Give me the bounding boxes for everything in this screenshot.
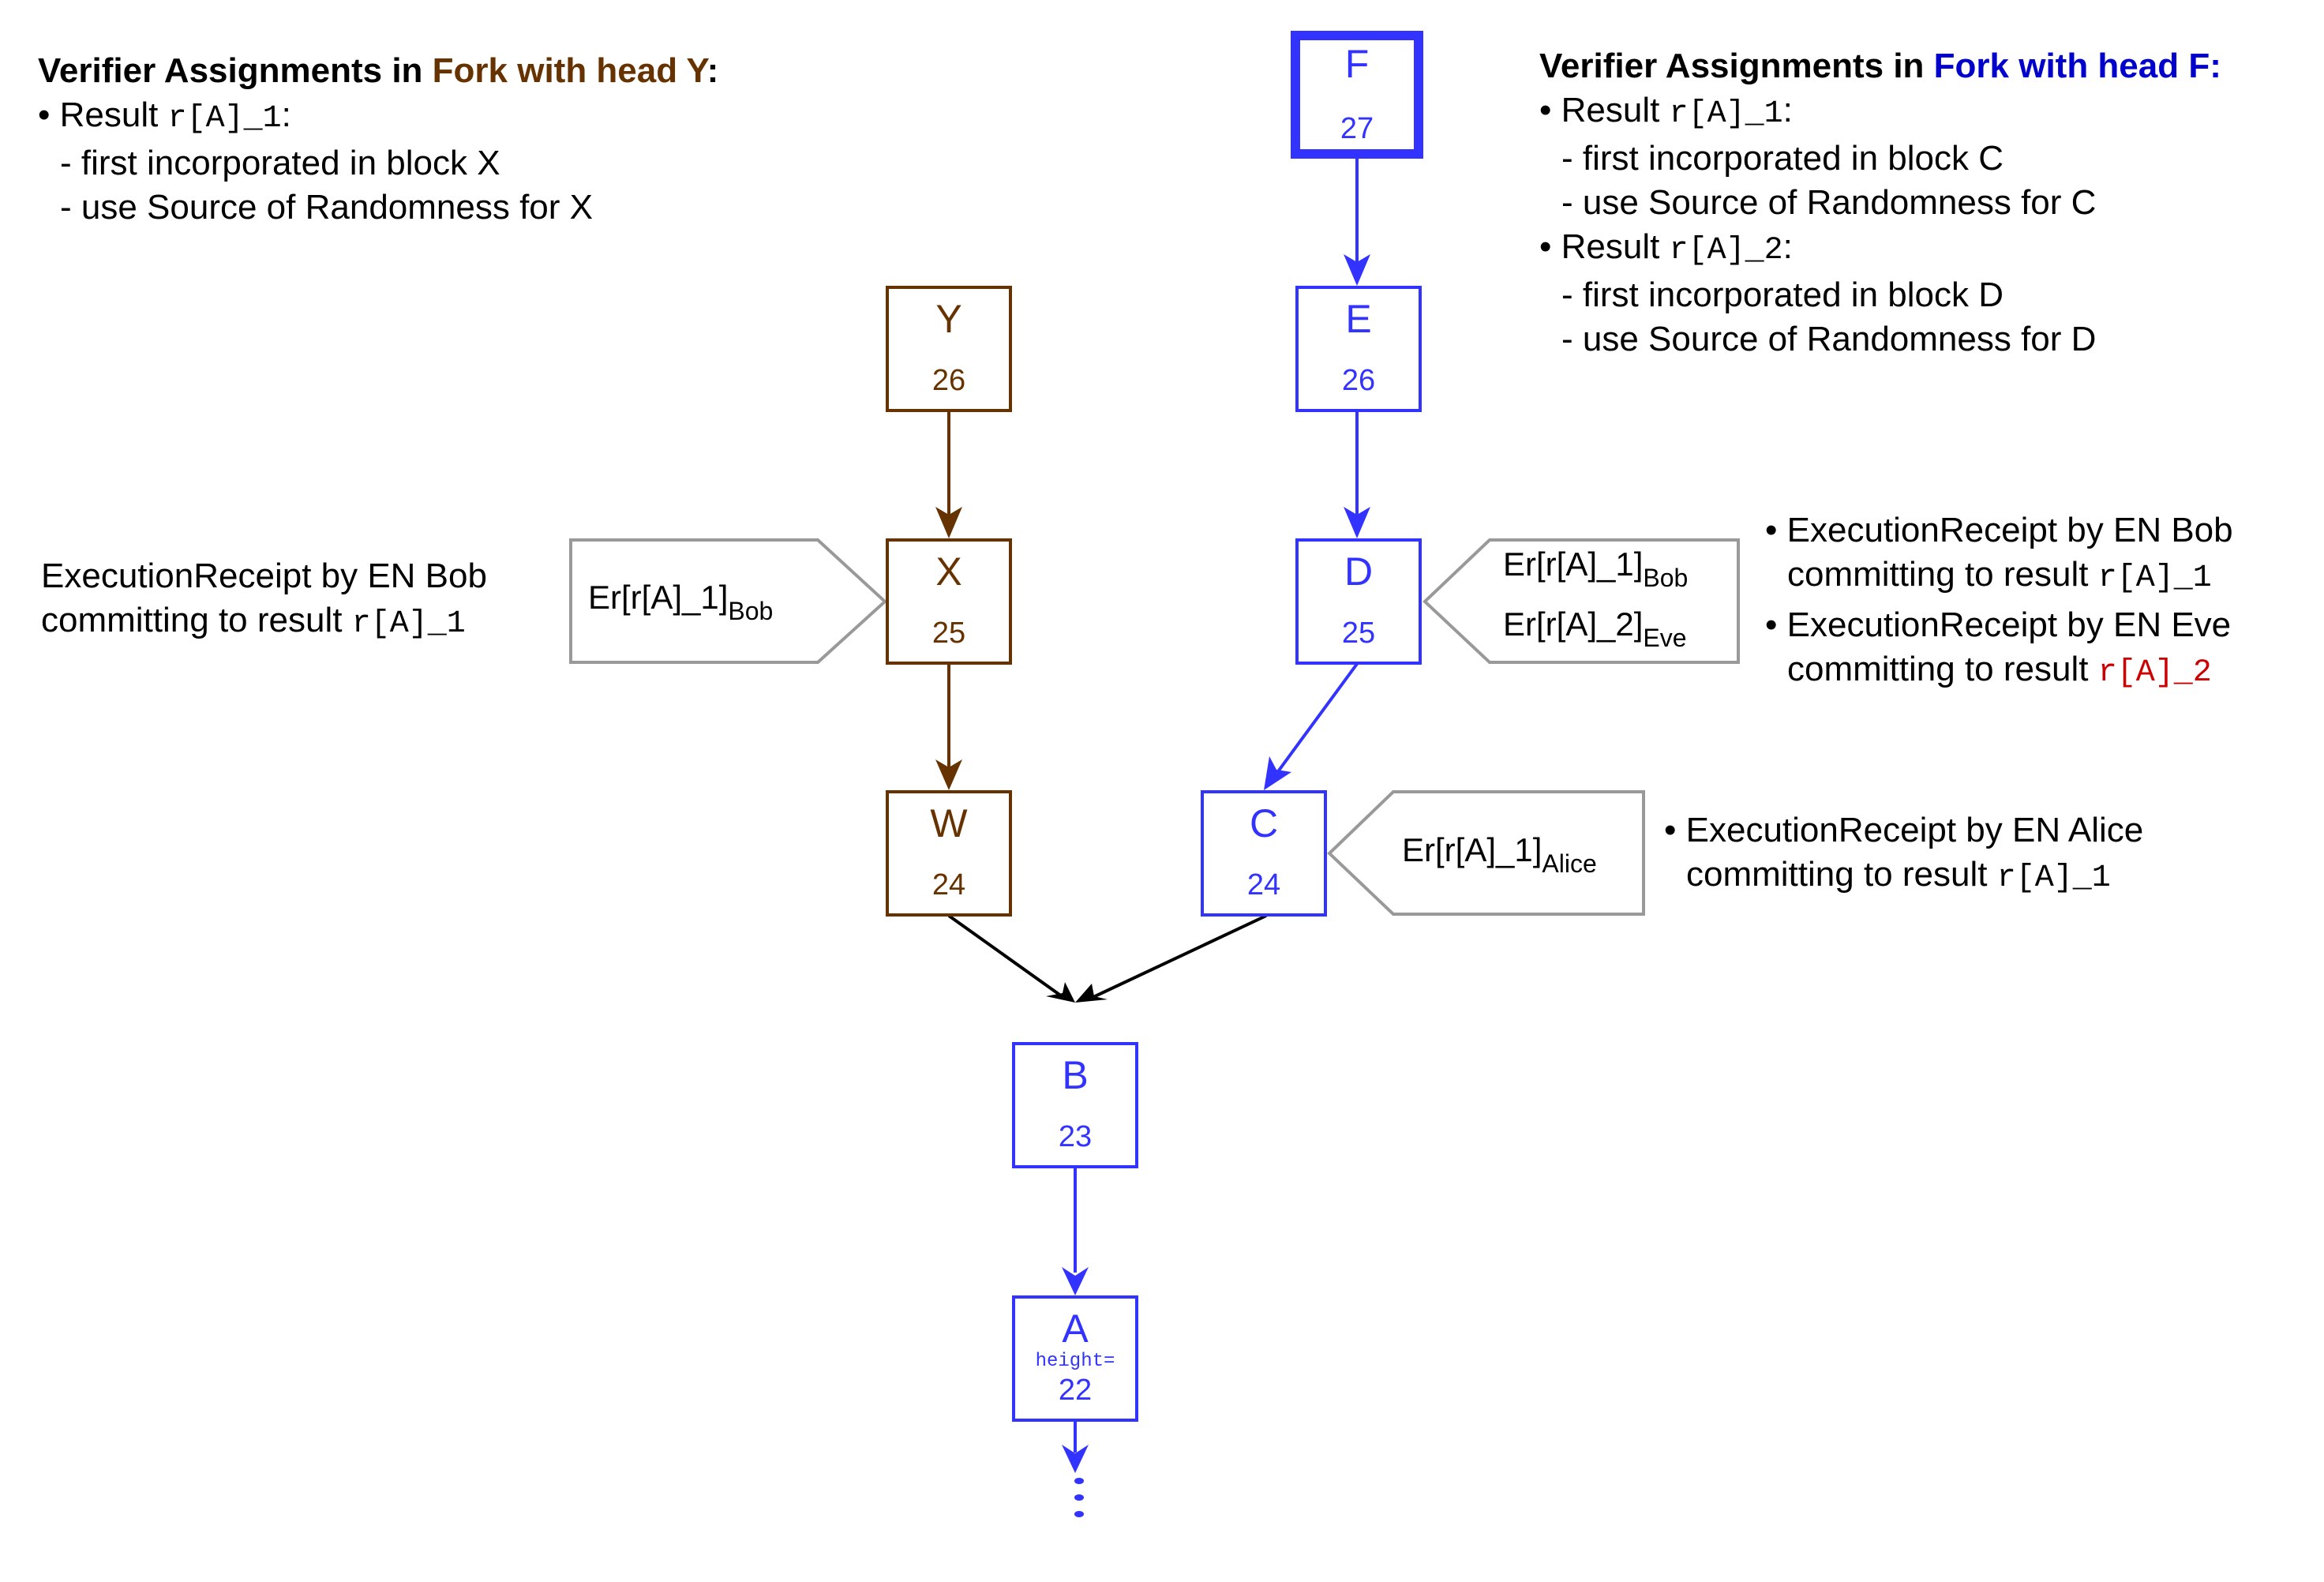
right-result-2-line-1: - first incorporated in block D bbox=[1561, 276, 2004, 314]
annotation-d-eve: • ExecutionReceipt by EN Eve committing … bbox=[1765, 605, 2232, 691]
receipt-d-eve: Er[r[A]_2]Eve bbox=[1503, 605, 1687, 652]
block-c-height: 24 bbox=[1246, 868, 1281, 902]
right-verifier-panel: Verifier Assignments in Fork with head F… bbox=[1539, 44, 2221, 362]
left-result-1-line-2: - use Source of Randomness for X bbox=[60, 188, 593, 227]
right-result-1-line-2: - use Source of Randomness for C bbox=[1561, 183, 2097, 222]
callout-c-alice bbox=[1327, 790, 1645, 916]
block-d-height: 25 bbox=[1341, 617, 1376, 650]
annotation-x-bob: ExecutionReceipt by EN Bob committing to… bbox=[41, 557, 487, 642]
block-e: E 26 bbox=[1295, 286, 1422, 412]
edge-b-a bbox=[1062, 1168, 1089, 1295]
callout-x-bob bbox=[569, 538, 887, 664]
edge-w-b bbox=[947, 914, 1075, 1003]
block-w-label: W bbox=[930, 801, 968, 845]
block-c-label: C bbox=[1249, 801, 1279, 845]
edge-y-x bbox=[935, 410, 962, 538]
block-c: C 24 bbox=[1201, 790, 1327, 917]
right-result-2: • Result r[A]_2: bbox=[1539, 227, 1793, 268]
right-result-1: • Result r[A]_1: bbox=[1539, 91, 1793, 132]
block-a: A height= 22 bbox=[1012, 1295, 1138, 1422]
block-y-label: Y bbox=[935, 297, 962, 341]
block-b: B 23 bbox=[1012, 1042, 1138, 1168]
block-x: X 25 bbox=[886, 538, 1012, 665]
annotation-d-bob: • ExecutionReceipt by EN Bob committing … bbox=[1765, 511, 2233, 596]
right-result-1-line-1: - first incorporated in block C bbox=[1561, 139, 2004, 178]
block-d-label: D bbox=[1344, 549, 1374, 594]
block-x-height: 25 bbox=[931, 617, 966, 650]
left-verifier-panel: Verifier Assignments in Fork with head Y… bbox=[38, 49, 718, 230]
annotation-c-alice: • ExecutionReceipt by EN Alice committin… bbox=[1664, 811, 2144, 896]
fork-y-label: Fork with head Y bbox=[432, 51, 707, 90]
block-a-label: A bbox=[1062, 1306, 1089, 1351]
block-f-height: 27 bbox=[1340, 112, 1374, 145]
block-y-height: 26 bbox=[931, 364, 966, 397]
edge-x-w bbox=[935, 664, 962, 790]
block-e-height: 26 bbox=[1341, 364, 1376, 397]
right-result-2-line-2: - use Source of Randomness for D bbox=[1561, 320, 2097, 358]
block-f-label: F bbox=[1344, 42, 1370, 86]
edge-d-c bbox=[1264, 662, 1359, 790]
block-d: D 25 bbox=[1295, 538, 1422, 665]
block-b-label: B bbox=[1062, 1053, 1089, 1097]
left-panel-heading: Verifier Assignments in Fork with head Y… bbox=[38, 51, 719, 90]
left-result-1: • Result r[A]_1: bbox=[38, 96, 291, 137]
callout-d-receipts bbox=[1423, 538, 1740, 664]
edge-e-d bbox=[1344, 410, 1370, 538]
conflicting-result-code: r[A]_2 bbox=[2097, 655, 2212, 691]
right-panel-heading: Verifier Assignments in Fork with head F… bbox=[1539, 47, 2221, 85]
receipt-x-bob: Er[r[A]_1]Bob bbox=[588, 579, 774, 625]
block-a-height: 22 bbox=[1058, 1374, 1093, 1407]
block-e-label: E bbox=[1345, 297, 1372, 341]
edge-f-e bbox=[1344, 157, 1370, 286]
ellipsis-dots bbox=[1074, 1478, 1084, 1517]
left-result-1-line-1: - first incorporated in block X bbox=[60, 144, 500, 182]
block-a-height-label: height= bbox=[1035, 1351, 1115, 1372]
block-w: W 24 bbox=[886, 790, 1012, 917]
receipt-c-alice: Er[r[A]_1]Alice bbox=[1402, 831, 1597, 878]
fork-f-label: Fork with head F: bbox=[1933, 47, 2221, 85]
block-w-height: 24 bbox=[931, 868, 966, 902]
block-x-label: X bbox=[935, 549, 962, 594]
block-f: F 27 bbox=[1291, 31, 1423, 159]
block-b-height: 23 bbox=[1058, 1120, 1093, 1153]
receipt-d-bob: Er[r[A]_1]Bob bbox=[1503, 545, 1689, 592]
edge-c-b bbox=[1075, 914, 1267, 1003]
block-y: Y 26 bbox=[886, 286, 1012, 412]
edge-a-continuation bbox=[1062, 1422, 1089, 1473]
